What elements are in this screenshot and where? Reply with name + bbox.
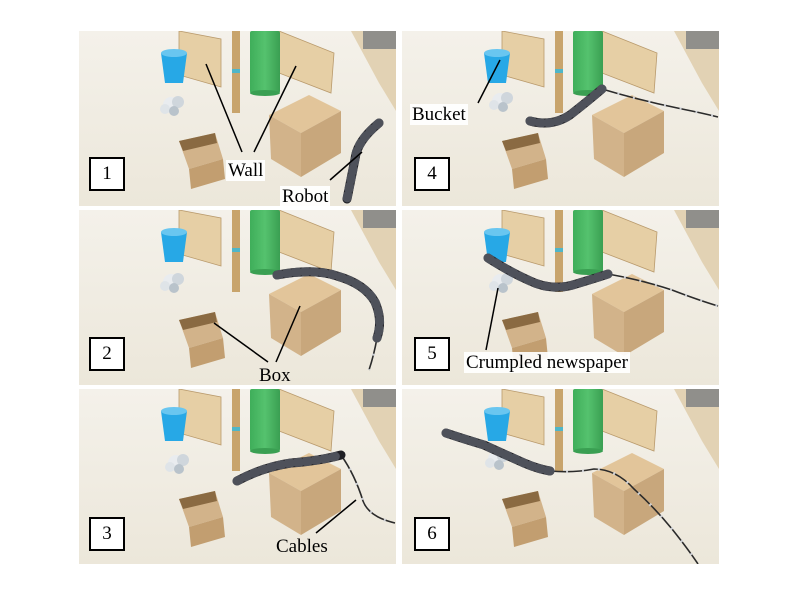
- bucket: [161, 411, 187, 441]
- background-clutter: [686, 31, 719, 49]
- pole-band: [232, 248, 240, 252]
- open-box: [502, 133, 548, 189]
- right-board: [351, 389, 396, 469]
- closed-box: [592, 274, 664, 356]
- right-board: [351, 210, 396, 290]
- background-clutter: [686, 389, 719, 407]
- panel-number-2: 2: [89, 337, 125, 371]
- robot-cable: [549, 468, 699, 564]
- green-tube: [573, 31, 603, 93]
- photo-panel-5: [402, 210, 719, 385]
- crumpled-newspaper: [160, 96, 184, 116]
- background-clutter: [363, 210, 396, 228]
- bucket: [161, 53, 187, 83]
- bucket-label: Bucket: [410, 104, 468, 125]
- right-board: [351, 31, 396, 111]
- box-label: Box: [259, 365, 291, 386]
- panel-number-6: 6: [414, 517, 450, 551]
- crumpled-newspaper: [160, 273, 184, 293]
- pole-band: [232, 427, 240, 431]
- pole-band: [555, 248, 563, 252]
- pole-band: [232, 69, 240, 73]
- cables-label: Cables: [276, 536, 328, 557]
- green-tube: [250, 210, 280, 272]
- open-box: [179, 491, 225, 547]
- green-tube: [573, 389, 603, 451]
- right-board: [674, 31, 719, 111]
- crumpled-newspaper-label: Crumpled newspaper: [464, 352, 630, 373]
- robot-cable: [601, 88, 719, 118]
- bucket: [484, 53, 510, 83]
- green-tube: [573, 210, 603, 272]
- right-board: [674, 210, 719, 290]
- panel-number-1: 1: [89, 157, 125, 191]
- panel-number-5: 5: [414, 337, 450, 371]
- background-clutter: [363, 31, 396, 49]
- background-clutter: [686, 210, 719, 228]
- panel-number-4: 4: [414, 157, 450, 191]
- green-tube: [250, 389, 280, 451]
- photo-panel-6: [402, 389, 719, 564]
- panel-number-3: 3: [89, 517, 125, 551]
- open-box: [502, 491, 548, 547]
- bucket: [484, 411, 510, 441]
- photo-panel-3: [79, 389, 396, 564]
- pole-band: [555, 69, 563, 73]
- green-tube: [250, 31, 280, 93]
- robot-label: Robot: [280, 186, 331, 207]
- wall-label: Wall: [226, 160, 266, 181]
- robot-cable: [340, 454, 396, 524]
- background-clutter: [363, 389, 396, 407]
- pole-band: [555, 427, 563, 431]
- closed-box: [592, 95, 664, 177]
- closed-box: [592, 453, 664, 535]
- right-board: [674, 389, 719, 469]
- bucket: [161, 232, 187, 262]
- crumpled-newspaper: [165, 454, 189, 474]
- photo-panel-2: [79, 210, 396, 385]
